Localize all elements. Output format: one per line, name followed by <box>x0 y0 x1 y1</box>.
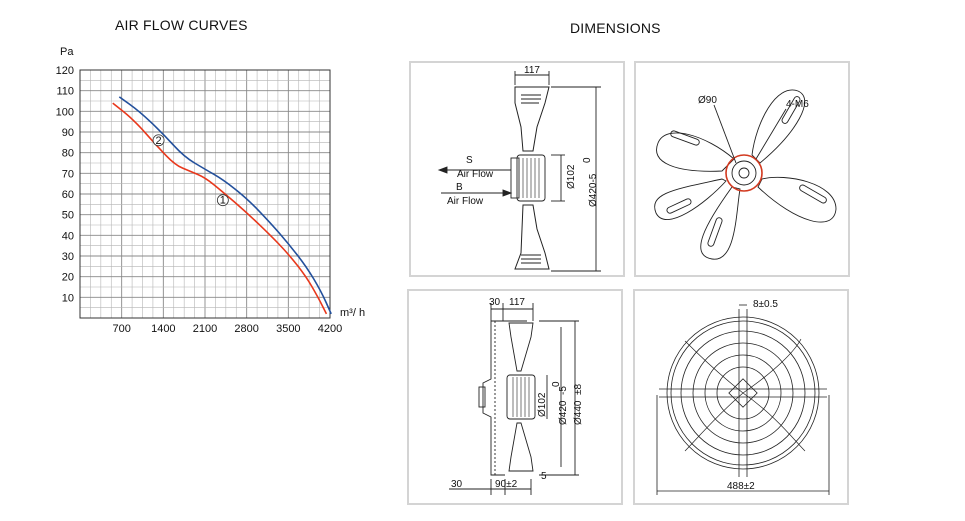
x-tick-label: 4200 <box>318 323 342 335</box>
dim-5: 5 <box>541 471 547 482</box>
y-tick-label: 60 <box>62 189 74 201</box>
dim-diameter: Ø420-5 <box>588 173 599 207</box>
dim-slot: 8±0.5 <box>753 299 778 310</box>
dim-width: 117 <box>524 65 540 76</box>
drawing-side-view-guard: 30 117 Ø102 Ø420 -5 0 Ø440 ±8 30 90±2 5 <box>407 289 623 505</box>
dimensions-title: DIMENSIONS <box>570 20 661 36</box>
series-line-2 <box>118 96 332 315</box>
dim-117: 117 <box>509 297 525 308</box>
drawing-side-view: 117 S Air Flow B Air Flow Ø102 Ø420-5 0 <box>409 61 625 277</box>
y-tick-label: 70 <box>62 168 74 180</box>
label-s-flow: Air Flow <box>457 169 494 180</box>
dim-guard: Ø440 <box>573 400 584 425</box>
y-tick-label: 10 <box>62 292 74 304</box>
drawing-front-guard: 8±0.5 488±2 <box>633 289 849 505</box>
dim-guard-tol: ±8 <box>573 384 584 395</box>
dim-30-bottom: 30 <box>451 479 463 490</box>
dim-holes: 4-M6 <box>786 99 809 110</box>
chart-grid <box>79 69 331 319</box>
dim-tol-zero: 0 <box>551 381 562 387</box>
chart-series <box>112 96 332 315</box>
y-tick-label: 120 <box>56 65 74 77</box>
curve-label-1: 1 <box>220 195 226 207</box>
curve-label-2: 2 <box>156 135 162 147</box>
x-axis-label: m³/ h <box>340 307 365 319</box>
dim-hub: Ø102 <box>566 164 577 189</box>
dim-90: 90±2 <box>495 479 518 490</box>
x-tick-label: 1400 <box>151 323 175 335</box>
x-tick-label: 2800 <box>234 323 258 335</box>
x-tick-label: 3500 <box>276 323 300 335</box>
y-tick-label: 40 <box>62 230 74 242</box>
drawing-front-view: Ø90 4-M6 <box>634 61 850 277</box>
curve-label-circle <box>216 194 229 207</box>
label-b-flow: Air Flow <box>447 196 484 207</box>
curve-label-circle <box>152 134 165 147</box>
y-tick-label: 90 <box>62 127 74 139</box>
chart-title: AIR FLOW CURVES <box>115 17 248 33</box>
series-line-1 <box>112 102 328 315</box>
y-tick-label: 30 <box>62 251 74 263</box>
y-tick-label: 100 <box>56 106 74 118</box>
plot-frame <box>79 69 331 319</box>
label-s: S <box>466 155 473 166</box>
label-b: B <box>456 182 463 193</box>
x-tick-label: 2100 <box>193 323 217 335</box>
dim-30-top: 30 <box>489 297 501 308</box>
dim-fan: Ø420 <box>558 400 569 425</box>
y-tick-label: 110 <box>56 86 74 98</box>
dim-mount: 488±2 <box>727 481 755 492</box>
y-tick-label: 50 <box>62 210 74 222</box>
x-tick-label: 700 <box>112 323 130 335</box>
chart-labels: 21 <box>152 134 229 207</box>
y-tick-label: 80 <box>62 148 74 160</box>
dim-bolt-circle: Ø90 <box>698 95 717 106</box>
dim-tol-zero: 0 <box>582 157 593 163</box>
dim-hub: Ø102 <box>537 392 548 417</box>
y-axis-label: Pa <box>60 46 74 58</box>
y-tick-label: 20 <box>62 272 74 284</box>
dim-fan-tol: -5 <box>558 386 569 395</box>
